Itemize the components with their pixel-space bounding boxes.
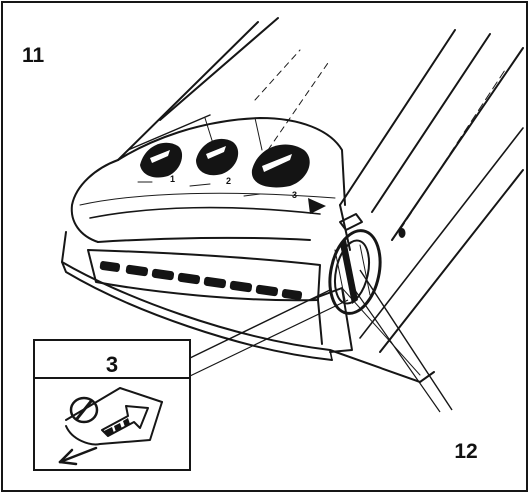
turn-arrow-icon [101, 405, 149, 437]
dial-knob-1: 1 [140, 142, 183, 184]
battery-cap [328, 213, 382, 315]
inset-leader-2 [189, 299, 349, 377]
inset-detail: 3 [33, 339, 191, 471]
callout-leader-1 [359, 269, 453, 411]
callout-leader-2 [351, 285, 441, 413]
svg-text:1: 1 [170, 174, 175, 184]
svg-text:2: 2 [226, 176, 231, 186]
front-vents [87, 249, 321, 302]
figure-number: 11 [22, 44, 45, 67]
callout-number: 12 [454, 440, 477, 463]
dial-knob-2: 2 [196, 138, 239, 186]
device-body: 1 2 3 [61, 17, 524, 383]
direction-arrow-icon [58, 446, 98, 466]
inset-leader-1 [189, 289, 331, 359]
inset-step-number: 3 [106, 352, 118, 377]
